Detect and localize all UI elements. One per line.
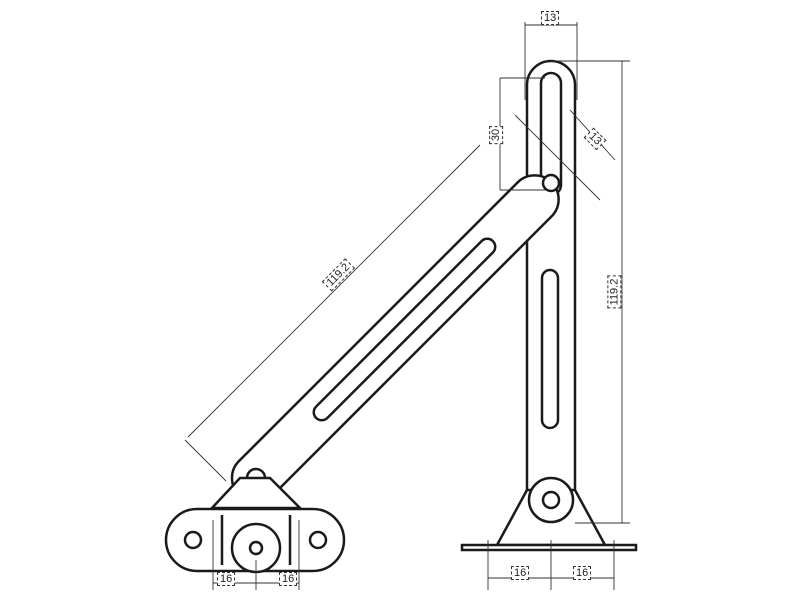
dim-left-base-1: 16 xyxy=(217,572,236,586)
dim-slot-length: 30 xyxy=(489,125,504,145)
dim-top-width: 13 xyxy=(541,11,560,25)
dim-left-base-2: 16 xyxy=(279,572,298,586)
dim-right-base-2: 16 xyxy=(573,566,592,580)
vertical-arm xyxy=(525,59,577,525)
right-base xyxy=(460,476,638,552)
dim-right-base-1: 16 xyxy=(511,566,530,580)
dim-vertical-length: 119.2 xyxy=(607,275,622,309)
dimension-lines xyxy=(184,22,630,590)
pin-hole xyxy=(541,173,561,193)
diagonal-arm xyxy=(230,174,560,504)
left-base xyxy=(164,476,346,574)
